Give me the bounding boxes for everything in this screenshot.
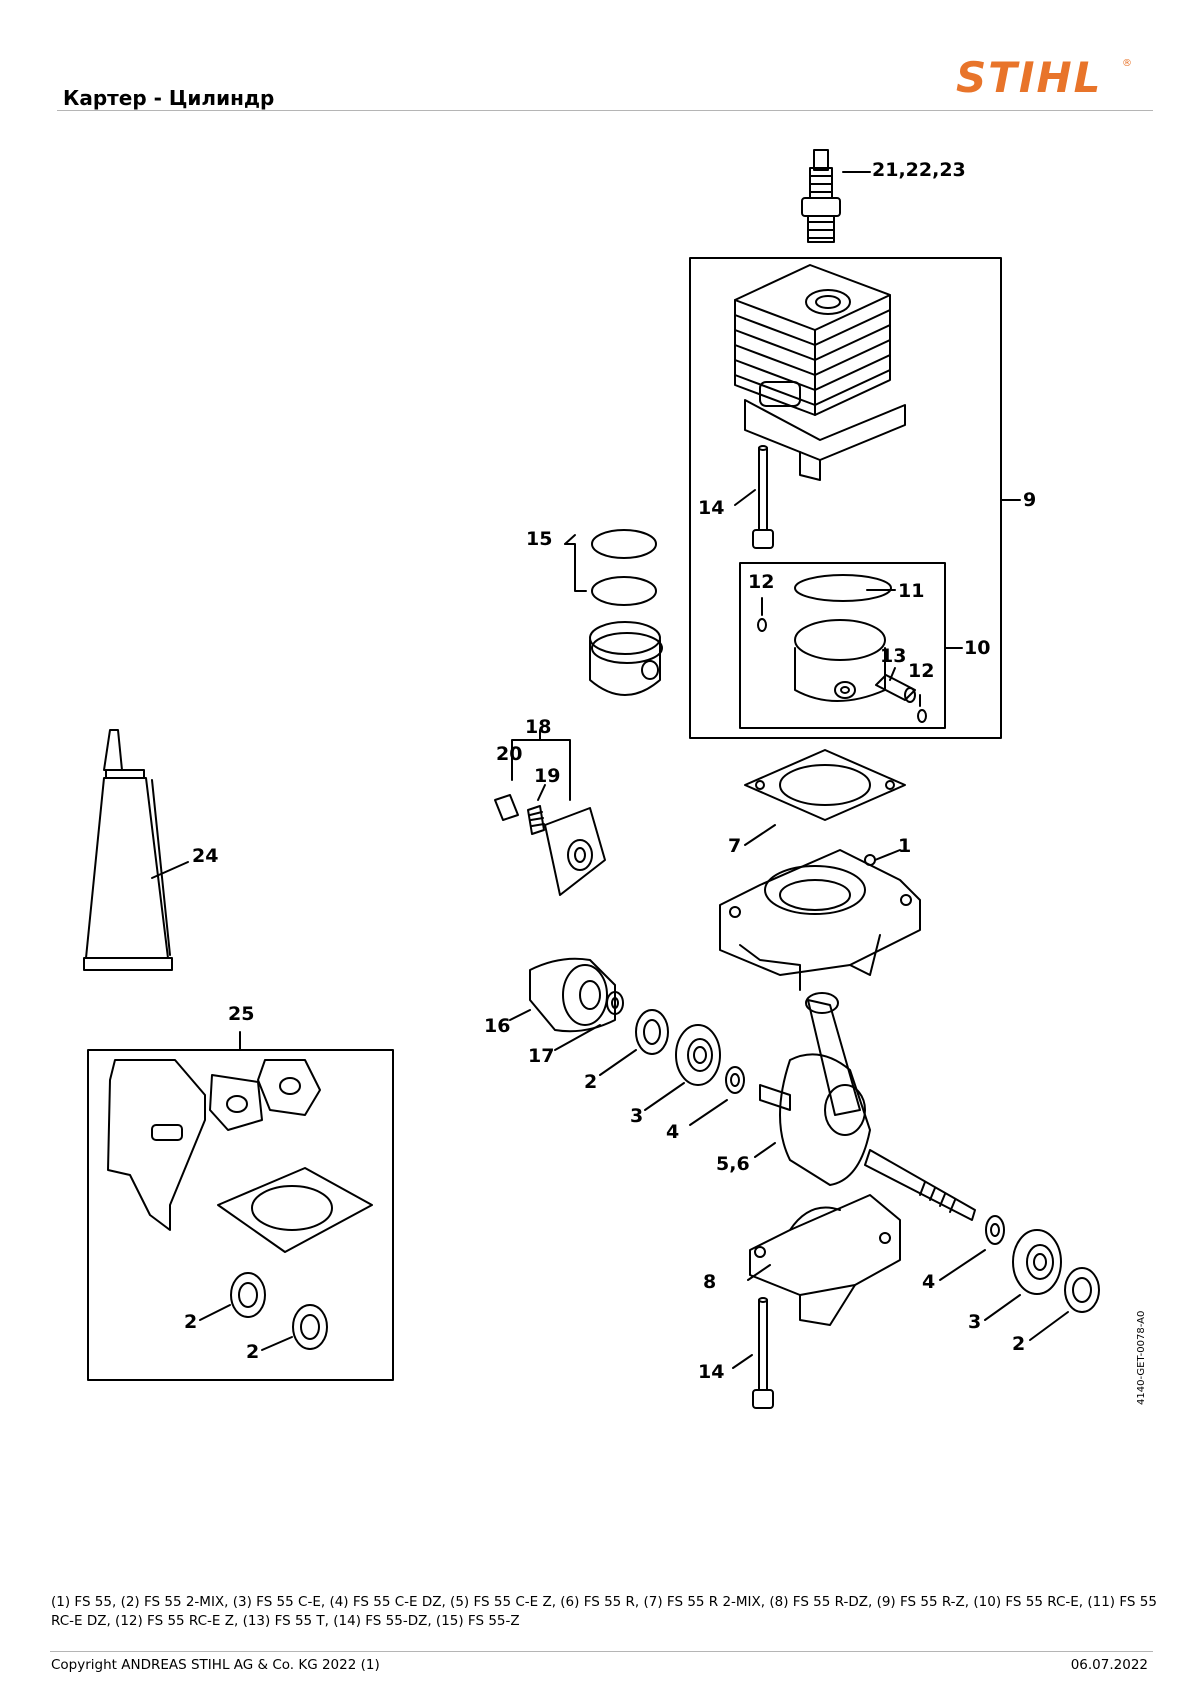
logo-text: STIHL <box>956 53 1102 102</box>
circlip-left <box>757 618 767 632</box>
callout-seal-lower: 2 <box>1012 1333 1025 1355</box>
decompression-housing-part <box>544 807 606 896</box>
callout-grease-tube: 24 <box>192 845 218 867</box>
drawing-code: 4140-GET-0078-A0 <box>1136 1311 1147 1405</box>
callout-spark-plug: 21,22,23 <box>872 159 966 181</box>
piston-pin-part <box>875 674 916 703</box>
callout-piston-pin: 13 <box>880 645 906 667</box>
crankcase-bolt-lower <box>752 1297 774 1409</box>
piston-spare-part <box>589 621 663 696</box>
callout-washer: 17 <box>528 1045 554 1067</box>
callout-group-18: 18 <box>525 716 551 738</box>
callout-crankcase-lower: 8 <box>703 1271 716 1293</box>
callout-crankshaft: 5,6 <box>716 1153 750 1175</box>
callout-spring: 19 <box>534 765 560 787</box>
spark-plug-part <box>801 149 841 243</box>
piston-part <box>794 619 886 702</box>
flywheel-cover-part <box>529 957 616 1033</box>
callout-gasket: 7 <box>728 835 741 857</box>
callout-bearing-lower: 3 <box>968 1311 981 1333</box>
page-title: Картер - Цилиндр <box>63 86 275 110</box>
callout-thrust-washer: 4 <box>666 1121 679 1143</box>
cylinder-assembly-box <box>689 257 1002 739</box>
callout-seal: 2 <box>584 1071 597 1093</box>
cylinder-part <box>734 264 906 481</box>
callout-gasket-set: 25 <box>228 1003 254 1025</box>
cylinder-gasket-part <box>744 749 906 821</box>
callout-bolt-top: 14 <box>698 497 724 519</box>
crankcase-half-part <box>719 849 921 991</box>
footer-divider <box>50 1651 1153 1652</box>
gasket-set-parts <box>107 1059 373 1350</box>
callout-flywheel-cover: 16 <box>484 1015 510 1037</box>
gasket-set-box <box>87 1049 394 1381</box>
callout-bolt-lower: 14 <box>698 1361 724 1383</box>
svg-text:®: ® <box>1122 58 1132 69</box>
model-list: (1) FS 55, (2) FS 55 2-MIX, (3) FS 55 C-… <box>51 1594 1157 1629</box>
callout-piston-rings: 15 <box>526 528 552 550</box>
copyright-text: Copyright ANDREAS STIHL AG & Co. KG 2022… <box>51 1657 380 1673</box>
crankshaft-part <box>759 992 976 1221</box>
callout-seal-set-1: 2 <box>184 1311 197 1333</box>
callout-bearing: 3 <box>630 1105 643 1127</box>
piston-assembly-box <box>739 562 946 729</box>
callout-circlip-right: 12 <box>908 660 934 682</box>
callout-piston-box: 10 <box>964 637 990 659</box>
crankcase-lower-part <box>749 1194 901 1326</box>
callout-thrust-washer-lower: 4 <box>922 1271 935 1293</box>
cylinder-bolt-top <box>752 445 774 549</box>
header-divider <box>57 110 1153 111</box>
circlip-right <box>917 709 927 723</box>
callout-piston-ring: 11 <box>898 580 924 602</box>
callout-cylinder-assembly: 9 <box>1023 489 1036 511</box>
callout-crankcase: 1 <box>898 835 911 857</box>
grease-tube-part <box>83 729 173 971</box>
exploded-parts-diagram: 21,22,23 9 14 15 12 11 10 13 12 18 20 19… <box>83 149 1147 1409</box>
callout-circlip-left: 12 <box>748 571 774 593</box>
callout-seal-set-2: 2 <box>246 1341 259 1363</box>
document-date: 06.07.2022 <box>1070 1657 1148 1673</box>
callout-plug: 20 <box>496 743 522 765</box>
stihl-logo: STIHL ® <box>956 53 1132 102</box>
